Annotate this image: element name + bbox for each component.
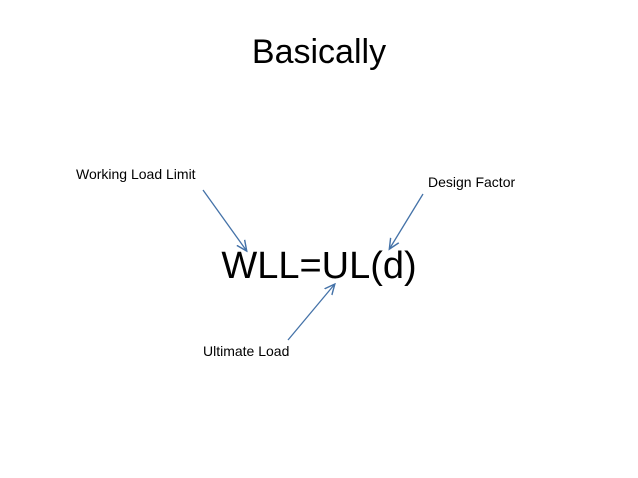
label-working-load-limit: Working Load Limit [76, 166, 196, 182]
page-title: Basically [251, 33, 387, 71]
arrow-working-load-limit [202, 189, 246, 250]
arrow-ultimate-load [287, 285, 334, 341]
arrow-design-factor [390, 193, 424, 248]
formula-text: WLL=UL(d) [221, 245, 417, 287]
label-design-factor: Design Factor [428, 174, 516, 190]
label-ultimate-load: Ultimate Load [203, 343, 290, 359]
